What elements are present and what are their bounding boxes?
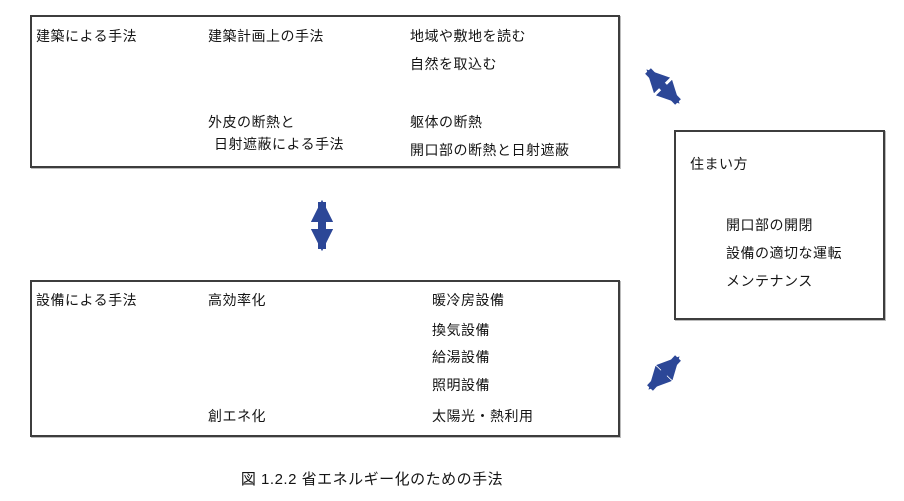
box-equipment-methods <box>30 280 620 437</box>
high-efficiency-label: 高効率化 <box>208 292 266 308</box>
envelope-insulation-label-line1: 外皮の断熱と <box>208 114 295 130</box>
proper-equipment-operation-label: 設備の適切な運転 <box>726 245 842 261</box>
figure-caption: 図 1.2.2 省エネルギー化のための手法 <box>240 471 504 488</box>
architecture-planning-label: 建築計画上の手法 <box>208 28 324 44</box>
living-root-label: 住まい方 <box>690 156 748 172</box>
incorporate-nature-label: 自然を取込む <box>410 56 497 72</box>
arrow-architecture-living <box>645 68 681 105</box>
lighting-equipment-label: 照明設備 <box>432 377 490 393</box>
box-architecture-methods <box>30 15 620 168</box>
maintenance-label: メンテナンス <box>726 273 813 289</box>
opening-operation-label: 開口部の開閉 <box>726 217 813 233</box>
solar-heat-use-label: 太陽光・熱利用 <box>432 408 534 424</box>
ventilation-equipment-label: 換気設備 <box>432 322 490 338</box>
architecture-root-label: 建築による手法 <box>36 28 138 44</box>
read-region-site-label: 地域や敷地を読む <box>410 28 526 44</box>
heating-cooling-equipment-label: 暖冷房設備 <box>432 292 505 308</box>
body-insulation-label: 躯体の断熱 <box>410 114 483 130</box>
box-way-of-living <box>674 130 885 320</box>
hot-water-equipment-label: 給湯設備 <box>432 349 490 365</box>
equipment-root-label: 設備による手法 <box>36 292 138 308</box>
energy-creation-label: 創エネ化 <box>208 408 266 424</box>
envelope-insulation-label-line2: 日射遮蔽による手法 <box>214 136 345 152</box>
opening-insulation-shading-label: 開口部の断熱と日射遮蔽 <box>410 142 570 158</box>
arrow-equipment-living <box>647 355 681 391</box>
